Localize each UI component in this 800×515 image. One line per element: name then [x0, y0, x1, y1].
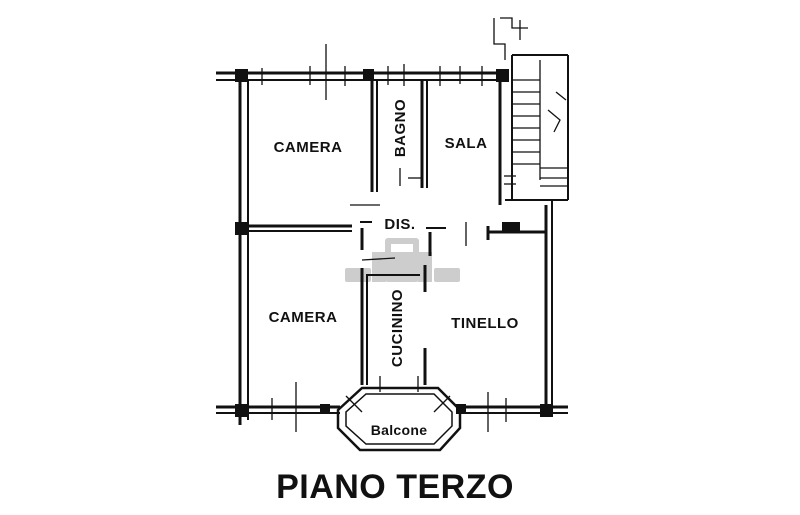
room-label-camera-bottom: CAMERA: [269, 309, 338, 326]
room-label-camera-top: CAMERA: [274, 139, 343, 156]
balcony-outline: [336, 376, 462, 452]
interior-walls: [248, 80, 546, 385]
pillars: [235, 69, 553, 417]
window-marks: [261, 44, 507, 432]
room-label-tinello: TINELLO: [451, 315, 519, 332]
room-label-bagno: BAGNO: [392, 99, 409, 157]
room-label-cucinino: CUCININO: [389, 289, 406, 367]
room-label-balcone: Balcone: [371, 422, 428, 438]
staircase: [493, 17, 569, 201]
room-label-sala: SALA: [445, 135, 488, 152]
floor-title: PIANO TERZO: [276, 468, 514, 506]
room-label-dis: DIS.: [384, 216, 415, 233]
